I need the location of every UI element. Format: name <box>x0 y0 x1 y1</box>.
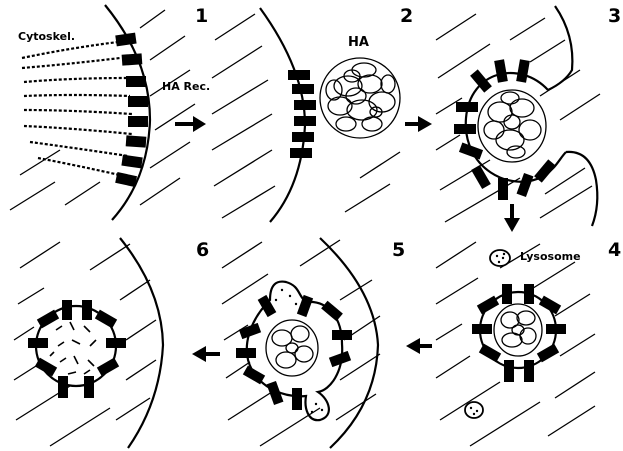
panel-5-membrane <box>320 238 378 448</box>
ha-label: HA <box>348 35 369 50</box>
lysosome-bottom <box>465 402 483 418</box>
ha-molecule-panel-4 <box>494 304 542 356</box>
lysosome-label: Lysosome <box>520 250 581 263</box>
panel-5: 5 <box>222 238 432 448</box>
ha-receptor-label: HA Rec. <box>162 80 210 93</box>
panel-number-1: 1 <box>195 5 208 27</box>
panel-number-5: 5 <box>392 239 405 261</box>
ha-fragments <box>50 322 96 374</box>
panel-2-membrane <box>260 8 305 222</box>
panel-3-membrane-lower <box>566 152 597 226</box>
panel-6-receptors <box>28 300 126 398</box>
panel-4-hatching <box>436 242 595 446</box>
lysosome-top <box>490 250 510 266</box>
panel-6: 6 <box>14 238 220 448</box>
cytoskeleton-label: Cytoskel. <box>18 30 75 43</box>
panel-3: 3 <box>436 5 621 232</box>
panel-number-4: 4 <box>608 239 621 261</box>
panel-number-2: 2 <box>400 5 413 27</box>
ha-molecule-panel-5 <box>266 320 318 376</box>
ha-molecule-panel-3 <box>478 90 546 162</box>
panel-4: Lysosome 4 <box>436 239 621 446</box>
panel-2-receptors <box>288 70 316 158</box>
ha-molecule-panel-2 <box>320 58 400 138</box>
panel-6-membrane <box>120 238 163 448</box>
panel-2: HA 2 <box>212 5 432 222</box>
panel-1: Cytoskel. HA Rec. 1 <box>10 5 210 220</box>
panel-number-6: 6 <box>196 239 209 261</box>
panel-number-3: 3 <box>608 5 621 27</box>
cytoskeleton-filaments <box>22 42 132 176</box>
